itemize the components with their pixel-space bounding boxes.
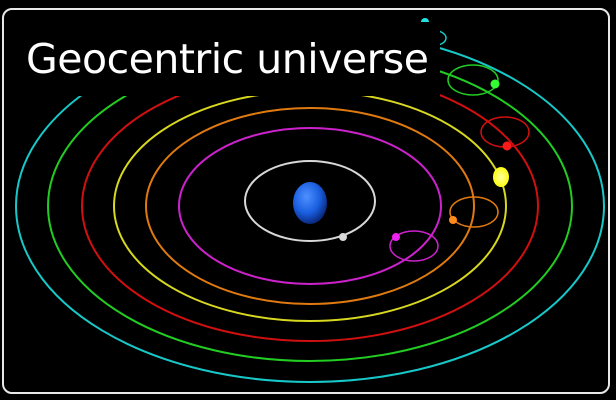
mercury-planet — [392, 233, 400, 241]
venus-orbit — [145, 107, 475, 305]
venus-planet — [449, 216, 457, 224]
sun-planet — [493, 167, 509, 187]
mercury-epicycle — [389, 230, 439, 262]
venus-epicycle — [449, 196, 499, 228]
earth-icon — [293, 182, 327, 224]
jupiter-planet — [490, 79, 500, 89]
moon-orbit — [244, 160, 376, 242]
jupiter-epicycle — [447, 64, 499, 96]
title-box: Geocentric universe — [8, 22, 440, 96]
moon-planet — [339, 233, 347, 241]
mars-planet — [502, 141, 512, 151]
diagram-frame — [2, 8, 610, 394]
mercury-orbit — [178, 127, 442, 285]
page-title: Geocentric universe — [26, 35, 429, 83]
